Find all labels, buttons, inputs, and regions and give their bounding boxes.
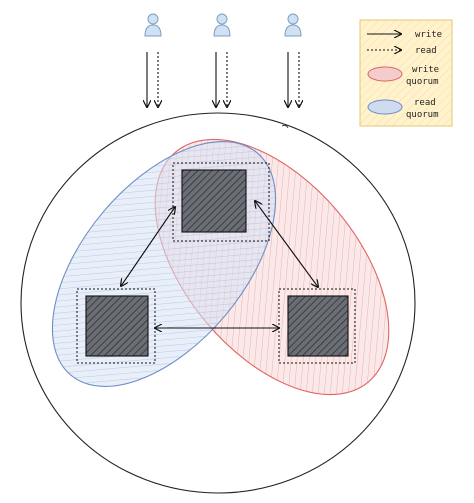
legend-read-label: read xyxy=(415,46,437,56)
legend-read-quorum-swatch xyxy=(367,99,403,115)
legend-read-quorum-label-2: quorum xyxy=(406,110,439,120)
user-icon xyxy=(284,13,302,37)
node-right xyxy=(278,288,356,364)
legend-read-quorum-label-1: read xyxy=(414,98,436,108)
cluster-circle xyxy=(20,112,416,494)
client-arrows xyxy=(147,52,299,107)
legend-write-quorum-label-2: quorum xyxy=(406,77,439,87)
link-left-top xyxy=(120,207,175,287)
user-icon xyxy=(144,13,162,37)
node-links xyxy=(121,201,318,328)
user-icon xyxy=(213,13,231,37)
legend: write read write quorum read quorum xyxy=(359,19,453,127)
link-right-top xyxy=(255,201,319,288)
node-left xyxy=(76,288,156,364)
legend-write-quorum-label-1: write xyxy=(412,65,439,75)
legend-write-label: write xyxy=(415,30,442,40)
node-top xyxy=(172,162,270,242)
legend-write-quorum-swatch xyxy=(367,66,403,82)
